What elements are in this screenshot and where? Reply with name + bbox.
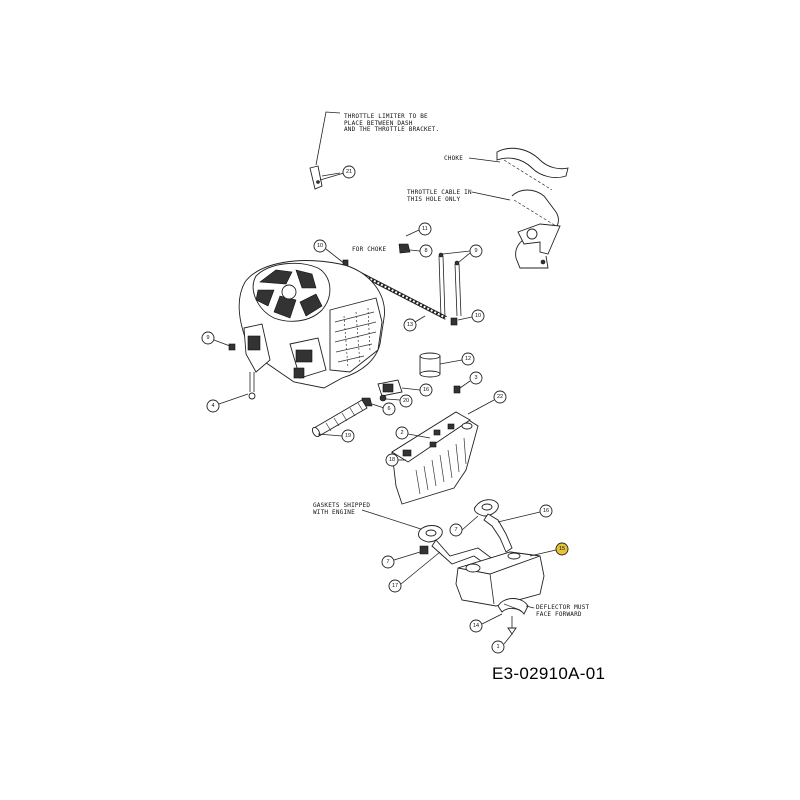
callout-4-label: 4: [211, 403, 214, 409]
callout-22: 22: [493, 390, 507, 404]
callout-21-label: 21: [346, 169, 352, 175]
callout-10-right-label: 10: [475, 313, 481, 319]
callout-6: 6: [382, 402, 396, 416]
callout-2-label: 2: [400, 430, 403, 436]
callout-1: 1: [491, 640, 505, 654]
muffler: [455, 551, 545, 607]
callout-16-pipe: 16: [539, 504, 553, 518]
callout-13: 13: [403, 318, 417, 332]
exhaust-pipe-17: [417, 525, 495, 567]
callout-19-label: 19: [345, 433, 351, 439]
engine-assembly: [238, 260, 385, 400]
callout-13-label: 13: [407, 322, 413, 328]
throttle-limiter-part: [309, 111, 341, 190]
gaskets-note-line-1: GASKETS SHIPPED: [313, 502, 370, 509]
callout-12: 12: [461, 352, 475, 366]
callout-16-pipe-label: 16: [543, 508, 549, 514]
throttle-limiter-note-line-2: PLACE BETWEEN DASH: [344, 120, 413, 127]
callout-7-right: 7: [449, 523, 463, 537]
for-choke-note: FOR CHOKE: [352, 246, 386, 253]
callout-16-small-label: 16: [423, 387, 429, 393]
callout-22-label: 22: [497, 394, 503, 400]
callout-17: 17: [388, 579, 402, 593]
callout-14: 14: [469, 619, 483, 633]
heat-shield: [391, 411, 479, 505]
callout-10-choke-label: 10: [317, 243, 323, 249]
callout-3: 3: [469, 371, 483, 385]
callout-18: 18: [385, 453, 399, 467]
callout-3-label: 3: [474, 375, 477, 381]
throttle-cable-note-line-1: THROTTLE CABLE IN: [407, 189, 472, 196]
callout-20-label: 20: [403, 398, 409, 404]
choke-note: CHOKE: [444, 155, 463, 162]
part-1-screw: [507, 616, 517, 635]
part-19-tube: [311, 399, 368, 438]
callout-7-right-label: 7: [454, 527, 457, 533]
callout-15-label: 15: [559, 546, 565, 552]
throttle-limiter-note-line-1: THROTTLE LIMITER TO BE: [344, 113, 428, 120]
callout-21: 21: [342, 165, 356, 179]
callout-8: 8: [419, 244, 433, 258]
callout-10-right: 10: [471, 309, 485, 323]
deflector-note-line-2: FACE FORWARD: [536, 611, 582, 618]
callout-10-choke: 10: [313, 239, 327, 253]
gaskets-note-line-2: WITH ENGINE: [313, 509, 355, 516]
callout-8-label: 8: [424, 248, 427, 254]
throttle-limiter-note-line-3: AND THE THROTTLE BRACKET.: [344, 126, 439, 133]
callout-11-label: 11: [422, 226, 428, 232]
callout-2: 2: [395, 426, 409, 440]
exhaust-pipe-16: [473, 499, 513, 553]
callout-9-top-label: 9: [474, 248, 477, 254]
callout-9-top: 9: [469, 244, 483, 258]
drawing-number: E3-02910A-01: [492, 664, 606, 683]
callout-12-label: 12: [465, 356, 471, 362]
callout-4: 4: [206, 399, 220, 413]
choke-throttle-bracket: [496, 147, 569, 269]
callout-19: 19: [341, 429, 355, 443]
deflector-part: [497, 598, 529, 615]
callout-11: 11: [418, 222, 432, 236]
callout-17-label: 17: [392, 583, 398, 589]
callout-9-left-label: 9: [206, 335, 209, 341]
callout-1-label: 1: [496, 644, 499, 650]
callout-7-left-label: 7: [386, 559, 389, 565]
deflector-note-line-1: DEFLECTOR MUST: [536, 604, 590, 611]
callout-15: 15: [555, 542, 569, 556]
callout-6-label: 6: [387, 406, 390, 412]
callout-14-label: 14: [473, 623, 479, 629]
callout-18-label: 18: [389, 457, 395, 463]
throttle-cable-note-line-2: THIS HOLE ONLY: [407, 196, 461, 203]
callout-9-left: 9: [201, 331, 215, 345]
part-12-cylinder: [419, 352, 441, 378]
callout-16-small: 16: [419, 383, 433, 397]
part-16-fitting: [377, 379, 403, 397]
callout-20: 20: [399, 394, 413, 408]
callout-7-left: 7: [381, 555, 395, 569]
